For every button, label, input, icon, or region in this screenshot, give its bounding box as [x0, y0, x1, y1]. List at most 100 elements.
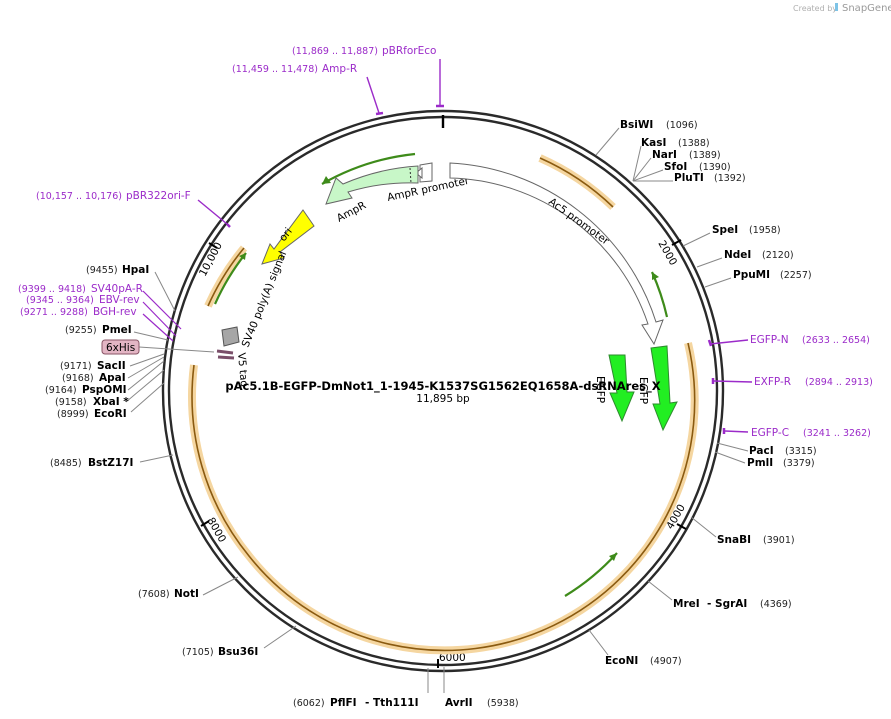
- site-apai[interactable]: ApaI: [99, 372, 126, 384]
- site-connector: [202, 576, 239, 596]
- site-xbai-pos: (9158): [55, 397, 87, 408]
- site-ndei[interactable]: NdeI: [724, 249, 751, 261]
- egfp-inner-feature: [608, 354, 635, 423]
- site-econi[interactable]: EcoNI: [605, 655, 638, 667]
- site-pflfi-pos: (6062): [293, 698, 325, 709]
- site-snabi[interactable]: SnaBI: [717, 534, 751, 546]
- site-connector: [127, 356, 165, 379]
- site-paci[interactable]: PacI: [749, 445, 774, 457]
- primer-connector: [197, 199, 228, 225]
- primer-ampr[interactable]: Amp-R: [322, 63, 357, 75]
- site-sfoi-pos: (1390): [699, 162, 731, 173]
- map-size: 11,895 bp: [416, 393, 470, 405]
- ampr-feature-divider: [409, 167, 412, 184]
- site-pluti-pos: (1392): [714, 173, 746, 184]
- primer-exfp-r-range: (2894 .. 2913): [805, 377, 873, 388]
- primer-mark: [226, 223, 231, 228]
- site-bsiwi[interactable]: BsiWI: [620, 119, 653, 131]
- orf-line-left: [207, 247, 245, 307]
- primer-pbr322ori-range: (10,157 .. 10,176): [36, 191, 122, 202]
- primer-pbrforeco-range: (11,869 .. 11,887): [292, 46, 378, 57]
- site-connector: [716, 442, 749, 452]
- primer-egfp-n-range: (2633 .. 2654): [802, 335, 870, 346]
- site-bsu36i[interactable]: Bsu36I: [218, 646, 258, 658]
- site-connector: [133, 331, 169, 341]
- primer-ebv[interactable]: EBV-rev: [99, 294, 140, 306]
- primer-connector: [142, 301, 177, 337]
- primer-sv40pa[interactable]: SV40pA-R: [91, 283, 143, 295]
- site-pflfi[interactable]: PflFI: [330, 697, 357, 709]
- ac5-promoter-label: Ac5 promoter: [546, 196, 611, 248]
- egfp-inner-label: EGFP: [594, 376, 606, 403]
- site-connector: [127, 360, 165, 391]
- site-pspomi[interactable]: PspOMI: [82, 384, 127, 396]
- ampr-orf-arrowhead: [322, 176, 331, 184]
- site-bstz17i[interactable]: BstZ17I: [88, 457, 133, 469]
- site-connector: [263, 625, 297, 649]
- site-mrei[interactable]: MreI: [673, 598, 700, 610]
- site-xbai[interactable]: XbaI *: [93, 396, 129, 408]
- site-ndei-pos: (2120): [762, 250, 794, 261]
- egfp-outer-label: EGFP: [637, 377, 649, 404]
- credit-prefix: Created by: [793, 4, 837, 13]
- ampr-label: AmpR: [335, 199, 368, 224]
- site-ecori[interactable]: EcoRI: [94, 408, 127, 420]
- site-spei-pos: (1958): [749, 225, 781, 236]
- tick-label-10000: 10,000: [197, 240, 225, 278]
- site-pmli-pos: (3379): [783, 458, 815, 469]
- site-tth111i[interactable]: - Tth111I: [365, 697, 419, 709]
- site-hpai[interactable]: HpaI: [122, 264, 149, 276]
- site-connector: [139, 454, 174, 463]
- site-pluti[interactable]: PluTI: [674, 172, 704, 184]
- primer-exfp-r[interactable]: EXFP-R: [754, 376, 791, 388]
- ampr-promoter-arrowhead: [415, 166, 423, 180]
- site-sfoi[interactable]: SfoI: [664, 161, 687, 173]
- primer-connector: [142, 290, 182, 330]
- site-bstz17i-pos: (8485): [50, 458, 82, 469]
- tick-2000: [671, 239, 682, 246]
- site-ecori-pos: (8999): [57, 409, 89, 420]
- primer-bgh-range: (9271 .. 9288): [20, 307, 88, 318]
- ampr-feature: [325, 165, 419, 205]
- site-econi-pos: (4907): [650, 656, 682, 667]
- site-hpai-pos: (9455): [86, 265, 118, 276]
- snapgene-logo-icon: [835, 3, 838, 11]
- site-connector: [704, 277, 732, 288]
- site-pmei[interactable]: PmeI: [102, 324, 132, 336]
- egfp-outer-feature: [650, 345, 678, 432]
- site-paci-pos: (3315): [785, 446, 817, 457]
- site-avrii[interactable]: AvrII: [445, 697, 473, 709]
- site-sgrai-pos: (4369): [760, 599, 792, 610]
- site-bsiwi-pos: (1096): [666, 120, 698, 131]
- primer-pbrforeco[interactable]: pBRforEco: [382, 45, 436, 57]
- site-spei[interactable]: SpeI: [712, 224, 738, 236]
- site-noti-pos: (7608): [138, 589, 170, 600]
- site-sacii[interactable]: SacII: [97, 360, 126, 372]
- site-snabi-pos: (3901): [763, 535, 795, 546]
- site-pmei-pos: (9255): [65, 325, 97, 336]
- primer-sv40pa-range: (9399 .. 9418): [18, 284, 86, 295]
- site-connector: [714, 451, 746, 464]
- site-ppumi[interactable]: PpuMI: [733, 269, 770, 281]
- primer-bgh[interactable]: BGH-rev: [93, 306, 137, 318]
- site-connector: [632, 145, 642, 182]
- site-connector: [125, 369, 165, 403]
- primer-egfp-c[interactable]: EGFP-C: [751, 427, 789, 439]
- site-nari[interactable]: NarI: [652, 149, 677, 161]
- site-pmli[interactable]: PmlI: [747, 457, 773, 469]
- egfp-orf-arrowhead: [652, 272, 659, 280]
- primer-egfp-n[interactable]: EGFP-N: [750, 334, 789, 346]
- tick-8000: [200, 520, 210, 527]
- orf-arrowhead-left: [239, 253, 246, 260]
- primer-pbr322ori[interactable]: pBR322ori-F: [126, 190, 191, 202]
- site-kasi[interactable]: KasI: [641, 137, 666, 149]
- site-kasi-pos: (1388): [678, 138, 710, 149]
- site-noti[interactable]: NotI: [174, 588, 199, 600]
- his-tag-box[interactable]: [101, 339, 140, 355]
- site-sgrai[interactable]: - SgrAI: [707, 598, 747, 610]
- site-connector: [588, 629, 609, 656]
- site-connector: [632, 157, 652, 182]
- ori-feature: [261, 209, 315, 265]
- orf-line-large: [191, 342, 696, 652]
